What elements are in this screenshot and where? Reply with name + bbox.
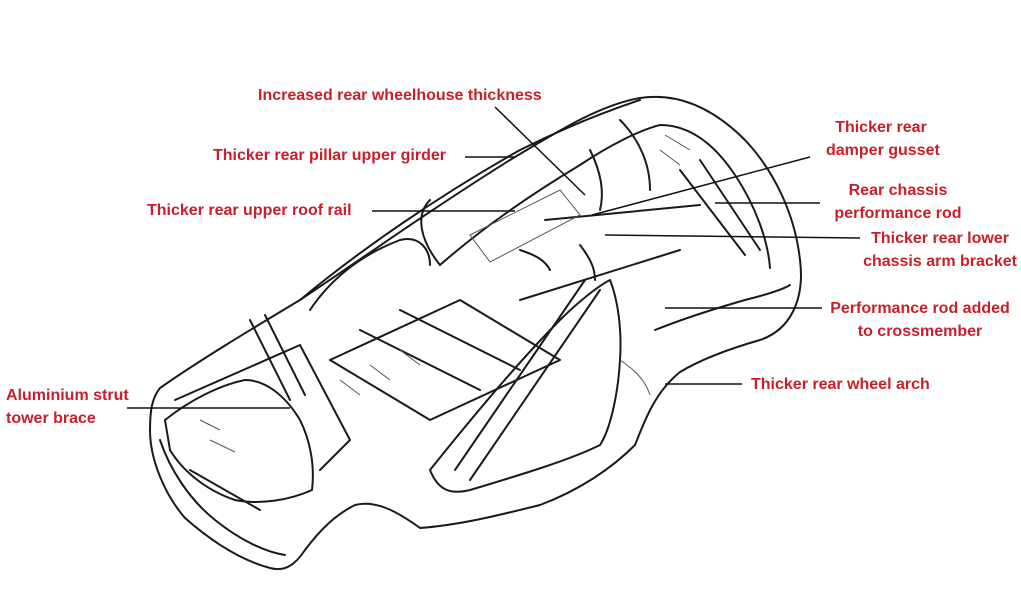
car-body-shading [199, 134, 691, 453]
label-crossmember-rod-line-1: Performance rod added [830, 300, 1010, 317]
label-upper-roof-rail: Thicker rear upper roof rail [147, 202, 352, 219]
label-lower-arm-bracket: Thicker rear lower chassis arm bracket [860, 227, 1020, 273]
label-pillar-upper-girder: Thicker rear pillar upper girder [213, 147, 446, 164]
label-rear-chassis-rod-line-2: performance rod [834, 205, 962, 222]
leader-lines [127, 106, 861, 409]
leader-wheelhouse [494, 106, 586, 196]
label-strut-tower-brace: Aluminium strut tower brace [6, 384, 129, 430]
label-damper-gusset-line-1: Thicker rear [835, 119, 927, 136]
label-lower-arm-bracket-line-1: Thicker rear lower [871, 230, 1009, 247]
label-wheelhouse-thickness: Increased rear wheelhouse thickness [258, 87, 542, 104]
leader-damper-gusset [591, 156, 811, 216]
label-lower-arm-bracket-line-2: chassis arm bracket [863, 253, 1017, 270]
label-strut-tower-brace-line-2: tower brace [6, 410, 96, 427]
label-rear-chassis-rod: Rear chassis performance rod [820, 179, 976, 225]
label-crossmember-rod-line-2: to crossmember [857, 323, 983, 340]
label-wheel-arch: Thicker rear wheel arch [751, 376, 930, 393]
label-rear-chassis-rod-line-1: Rear chassis [848, 182, 948, 199]
label-damper-gusset: Thicker rear damper gusset [826, 116, 940, 162]
label-strut-tower-brace-line-1: Aluminium strut [6, 387, 129, 404]
label-damper-gusset-line-2: damper gusset [826, 142, 940, 159]
leader-lower-arm-bracket [604, 234, 861, 239]
label-crossmember-rod: Performance rod added to crossmember [826, 297, 1014, 343]
car-body-outline [149, 95, 802, 570]
